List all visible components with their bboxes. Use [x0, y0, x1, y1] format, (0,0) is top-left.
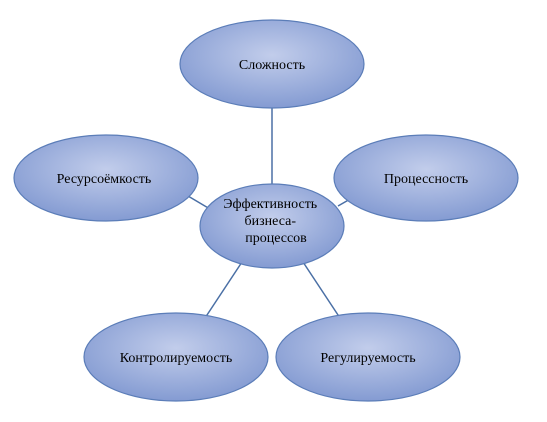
node-right-label: Процессность — [384, 172, 468, 187]
node-bottom-right: Регулируемость — [275, 312, 461, 402]
connector-bottom-right — [302, 261, 341, 319]
node-center-label: Эффективность бизнеса- процессов — [223, 197, 320, 246]
node-left: Ресурсоёмкость — [13, 134, 199, 222]
node-bottom-right-label: Регулируемость — [320, 351, 415, 366]
node-center: Эффективность бизнеса- процессов — [199, 183, 345, 269]
node-top: Сложность — [179, 19, 365, 109]
node-center-line-3: процессов — [245, 231, 307, 246]
node-top-label: Сложность — [239, 58, 305, 73]
node-bottom-left: Контролируемость — [83, 312, 269, 402]
node-left-label: Ресурсоёмкость — [57, 172, 152, 187]
node-center-line-2: бизнеса- — [245, 214, 297, 229]
connector-bottom-left — [204, 261, 243, 319]
node-center-line-1: Эффективность — [223, 197, 317, 212]
node-bottom-left-label: Контролируемость — [120, 351, 233, 366]
node-right: Процессность — [333, 134, 519, 222]
